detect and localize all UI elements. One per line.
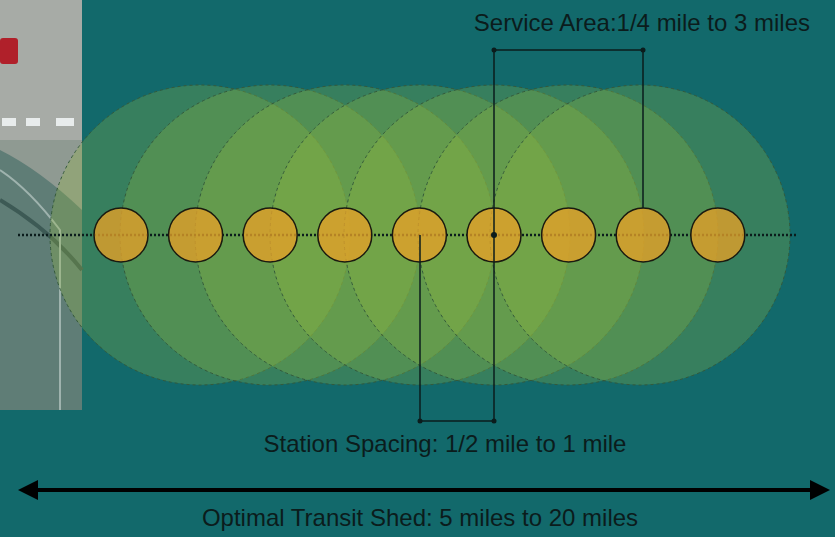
station-spacing-label: Station Spacing: 1/2 mile to 1 mile — [264, 431, 627, 457]
station-circle — [691, 208, 745, 262]
spacing-bracket — [420, 235, 494, 421]
station-circle — [616, 208, 670, 262]
service-area-label: Service Area:1/4 mile to 3 miles — [474, 10, 810, 36]
station-circle — [542, 208, 596, 262]
transit-shed-label: Optimal Transit Shed: 5 miles to 20 mile… — [202, 505, 638, 531]
station-circle — [94, 208, 148, 262]
service-bracket — [494, 50, 643, 235]
station-circle — [243, 208, 297, 262]
station-circle — [169, 208, 223, 262]
station-circle — [318, 208, 372, 262]
shed-arrow — [22, 488, 826, 492]
